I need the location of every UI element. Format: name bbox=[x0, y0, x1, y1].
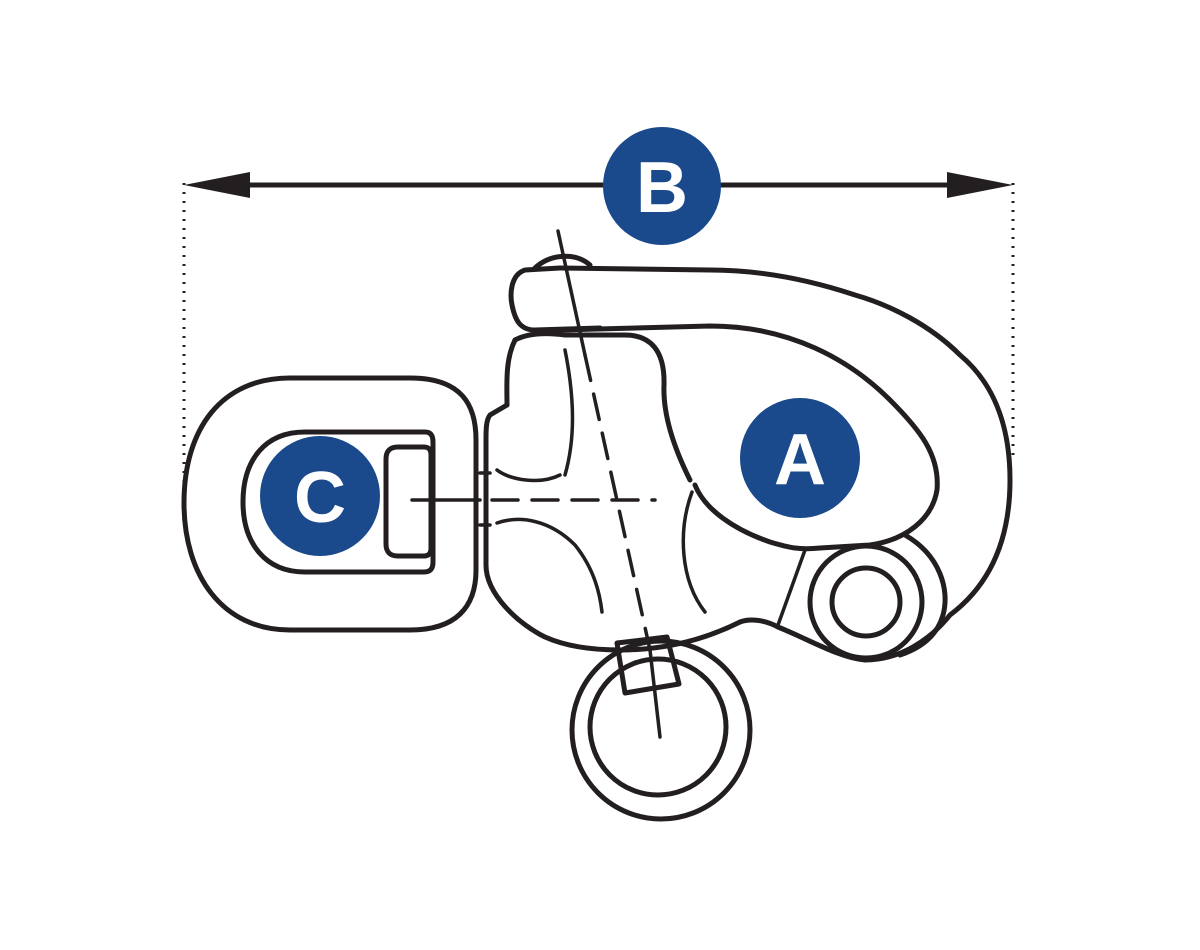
dimension-b bbox=[182, 172, 1015, 485]
callout-b-badge bbox=[603, 127, 721, 245]
callout-a-badge bbox=[740, 398, 860, 518]
plunger bbox=[512, 331, 693, 483]
pin-bushing bbox=[807, 532, 948, 661]
callout-b-label: B bbox=[636, 148, 688, 228]
swivel-eye-outer bbox=[181, 375, 479, 633]
bushing-inner bbox=[829, 565, 903, 639]
body-contour-1 bbox=[495, 468, 562, 483]
swivel-eye bbox=[181, 375, 479, 633]
callout-a: A bbox=[740, 398, 860, 518]
bushing-outer bbox=[807, 543, 925, 661]
body-inner-curve bbox=[557, 323, 940, 552]
callout-a-label: A bbox=[774, 420, 826, 500]
bushing-rim bbox=[897, 532, 948, 658]
arrowhead-right bbox=[947, 172, 1013, 198]
axis-centerline-top bbox=[556, 229, 587, 357]
swivel-eye-opening bbox=[240, 429, 436, 575]
swivel-eye-slot bbox=[383, 444, 434, 559]
lever-pivot-line bbox=[776, 548, 807, 627]
plunger-outline bbox=[512, 331, 693, 483]
center-lines bbox=[410, 229, 662, 739]
body-contour-4 bbox=[681, 490, 707, 614]
jaw-tip bbox=[508, 265, 603, 333]
body-contour-2 bbox=[495, 517, 604, 614]
body-upper-edge bbox=[504, 337, 518, 408]
release-ring-outer bbox=[569, 638, 753, 822]
axis-centerline-bottom bbox=[648, 648, 662, 739]
callout-c-badge bbox=[260, 436, 380, 556]
callout-b: B bbox=[603, 127, 721, 245]
release-ring-inner bbox=[587, 656, 729, 798]
ring-link bbox=[614, 634, 682, 696]
axis-centerline-dashed bbox=[583, 353, 652, 652]
arrowhead-left bbox=[184, 172, 250, 198]
callout-c: C bbox=[260, 436, 380, 556]
callout-c-label: C bbox=[294, 458, 346, 538]
body-contour-3 bbox=[563, 348, 575, 477]
release-ring bbox=[569, 634, 753, 822]
